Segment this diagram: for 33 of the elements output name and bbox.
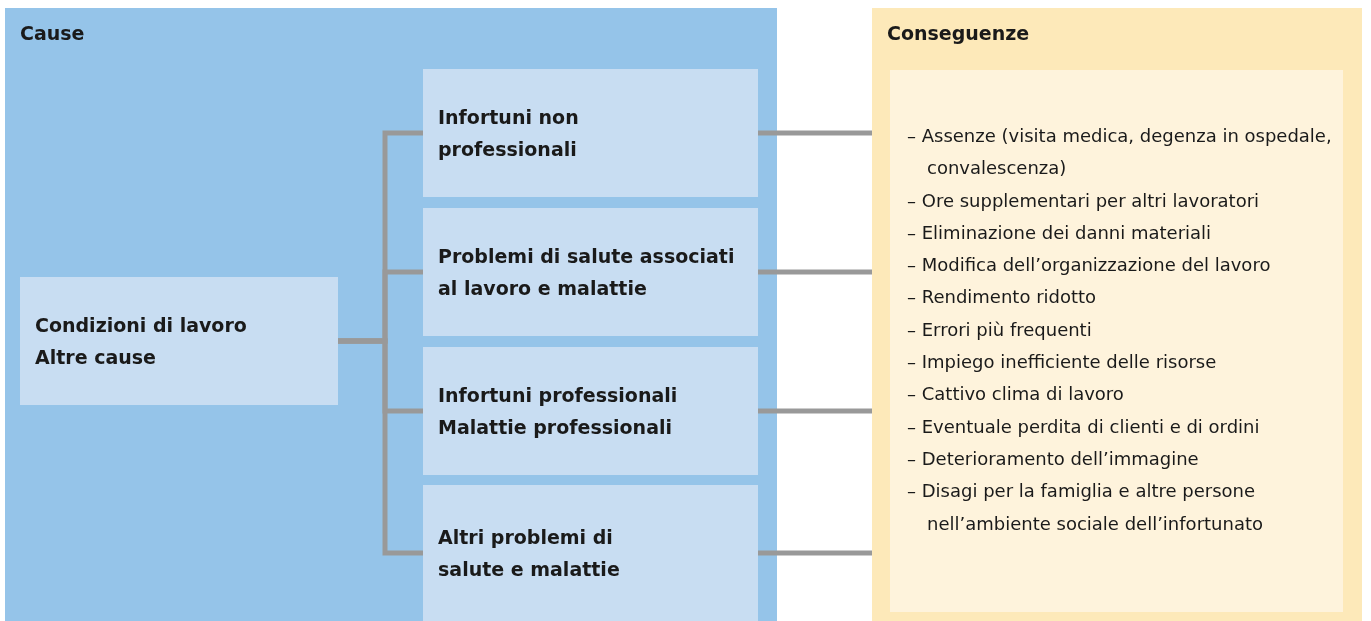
consequences-list-box bbox=[890, 70, 1343, 612]
causes-panel bbox=[5, 8, 777, 621]
box-label: Altre cause bbox=[35, 345, 157, 370]
box-label: Malattie professionali bbox=[438, 415, 673, 440]
panel-heading: Conseguenze bbox=[887, 22, 1030, 44]
list-item: – Deterioramento dell’immagine bbox=[907, 446, 1200, 471]
cause-box bbox=[423, 69, 758, 197]
connector-line bbox=[758, 408, 872, 414]
box-label: Infortuni professionali bbox=[438, 383, 679, 408]
list-item: – Ore supplementari per altri lavoratori bbox=[907, 188, 1261, 213]
box-label: Condizioni di lavoro bbox=[35, 313, 248, 338]
panel-heading: Cause bbox=[20, 22, 85, 44]
list-item: – Modifica dell’organizzazione del lavoro bbox=[907, 253, 1272, 278]
list-item: – Disagi per la famiglia e altre persone nell’ambiente sociale dell’infortunato bbox=[907, 479, 1264, 536]
list-item: – Eliminazione dei danni materiali bbox=[907, 220, 1213, 245]
connector-line bbox=[758, 130, 872, 136]
list-item: – Eventuale perdita di clienti e di ordini bbox=[907, 414, 1261, 439]
consequences-panel bbox=[872, 8, 1362, 621]
cause-box bbox=[20, 277, 338, 405]
connector-line bbox=[338, 338, 423, 556]
connector-line bbox=[758, 269, 872, 275]
cause-box bbox=[423, 347, 758, 475]
list-item: – Impiego inefficiente delle risorse bbox=[907, 350, 1218, 375]
list-item: – Cattivo clima di lavoro bbox=[907, 382, 1125, 407]
cause-box bbox=[423, 485, 758, 621]
box-label: Infortuni non professionali bbox=[438, 105, 580, 162]
cause-box bbox=[423, 208, 758, 336]
connector-line bbox=[758, 550, 872, 556]
list-item: – Errori più frequenti bbox=[907, 317, 1093, 342]
list-item: – Assenze (visita medica, degenza in ospedale, convalescenza) bbox=[907, 124, 1332, 181]
list-item: – Rendimento ridotto bbox=[907, 285, 1098, 310]
box-label: Altri problemi di salute e malattie bbox=[438, 525, 621, 582]
box-label: Problemi di salute associati al lavoro e malattie bbox=[438, 244, 736, 301]
